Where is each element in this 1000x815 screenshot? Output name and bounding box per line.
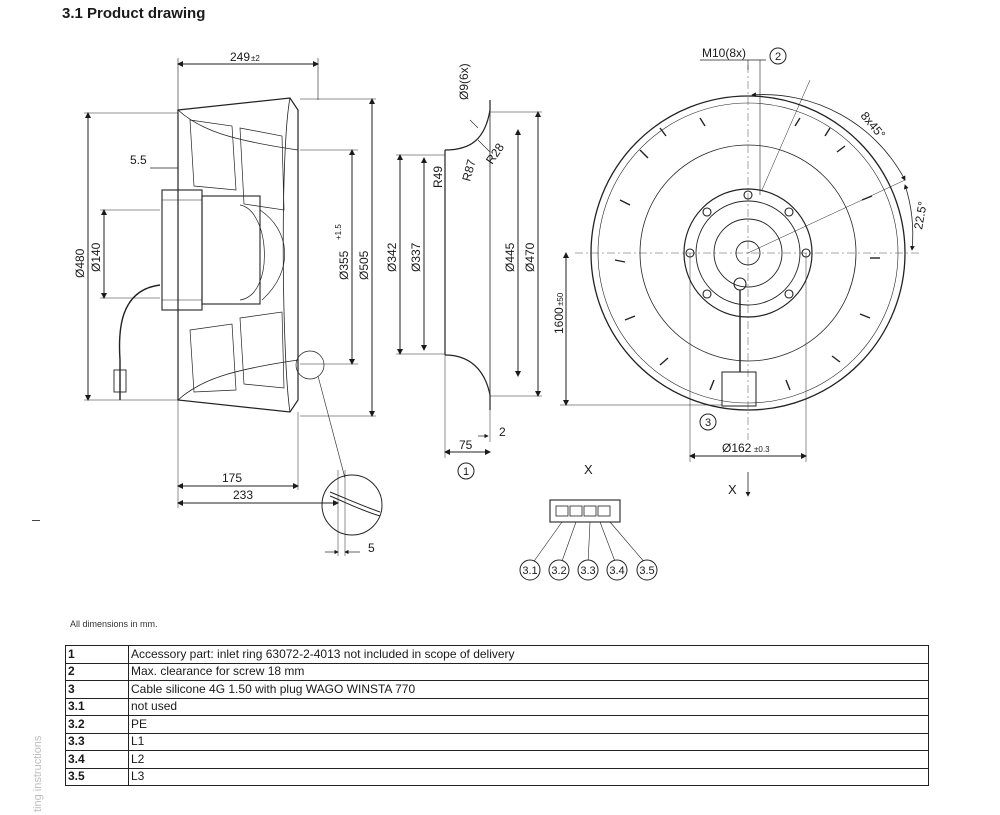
dim-249-tol: ±2 (251, 54, 260, 63)
dim-445: Ø445 (503, 242, 517, 272)
dim-m10: M10(8x) (702, 46, 746, 60)
dim-505: Ø505 (357, 250, 371, 280)
legend-key: 3 (65, 680, 129, 699)
legend-key: 3.3 (65, 732, 129, 751)
dim-1600-tol: ±50 (556, 292, 565, 306)
legend-text: PE (128, 715, 929, 734)
dim-140: Ø140 (89, 242, 103, 272)
dim-355-tol: +1.5 (334, 224, 343, 240)
section-heading: 3.1 Product drawing (62, 5, 206, 22)
callout-3-1: 3.1 (522, 565, 537, 577)
dim-249: 249 (230, 50, 250, 64)
product-drawing: 249 ±2 5.5 Ø480 Ø140 Ø355 +1.5 Ø505 175 … (73, 46, 930, 581)
dim-22-5: 22.5° (911, 200, 930, 230)
legend-text: L3 (128, 767, 929, 786)
dimension-note: All dimensions in mm. (70, 619, 158, 629)
dim-2: 2 (499, 425, 506, 439)
dim-162: Ø162 (722, 441, 752, 455)
dim-233: 233 (233, 488, 253, 502)
front-view (560, 59, 920, 497)
legend-key: 2 (65, 662, 129, 681)
callout-3: 3 (705, 417, 711, 429)
legend-key: 3.5 (65, 767, 129, 786)
margin-mark (32, 520, 40, 521)
callout-circles (457, 47, 787, 581)
legend-key: 1 (65, 645, 129, 664)
callout-3-5: 3.5 (639, 565, 654, 577)
legend-key: 3.1 (65, 697, 129, 716)
plug-detail (531, 499, 647, 565)
dim-r49: R49 (431, 166, 445, 188)
callout-3-4: 3.4 (609, 565, 624, 577)
dim-8x45: 8x45° (858, 109, 889, 142)
dim-342: Ø342 (385, 242, 399, 272)
inlet-ring-view (396, 100, 542, 458)
dim-5-5: 5.5 (130, 153, 147, 167)
dim-355: Ø355 (337, 250, 351, 280)
legend-text: not used (128, 697, 929, 716)
view-label-x-side: X (728, 482, 737, 497)
dim-r87: R87 (459, 158, 478, 183)
dim-1600: 1600 (552, 307, 566, 334)
dim-9-6x: Ø9(6x) (457, 63, 471, 100)
side-margin-text: ting instructions (32, 735, 44, 812)
legend-text: Max. clearance for screw 18 mm (128, 662, 929, 681)
dim-337: Ø337 (409, 242, 423, 272)
side-view (84, 58, 383, 556)
legend-text: Cable silicone 4G 1.50 with plug WAGO WI… (128, 680, 929, 699)
legend-text: L1 (128, 732, 929, 751)
dim-r28: R28 (483, 140, 507, 166)
dim-5: 5 (368, 541, 375, 555)
legend-key: 3.4 (65, 750, 129, 769)
legend-text: L2 (128, 750, 929, 769)
dim-175: 175 (222, 471, 242, 485)
dim-470: Ø470 (523, 242, 537, 272)
dim-480: Ø480 (73, 248, 87, 278)
legend-text: Accessory part: inlet ring 63072-2-4013 … (128, 645, 929, 664)
dim-75: 75 (459, 438, 473, 452)
callout-2: 2 (775, 51, 781, 63)
callout-1: 1 (463, 466, 469, 478)
callout-3-2: 3.2 (551, 565, 566, 577)
dim-162-tol: ±0.3 (754, 445, 770, 454)
legend-key: 3.2 (65, 715, 129, 734)
view-label-x-top: X (584, 462, 593, 477)
callout-3-3: 3.3 (580, 565, 595, 577)
